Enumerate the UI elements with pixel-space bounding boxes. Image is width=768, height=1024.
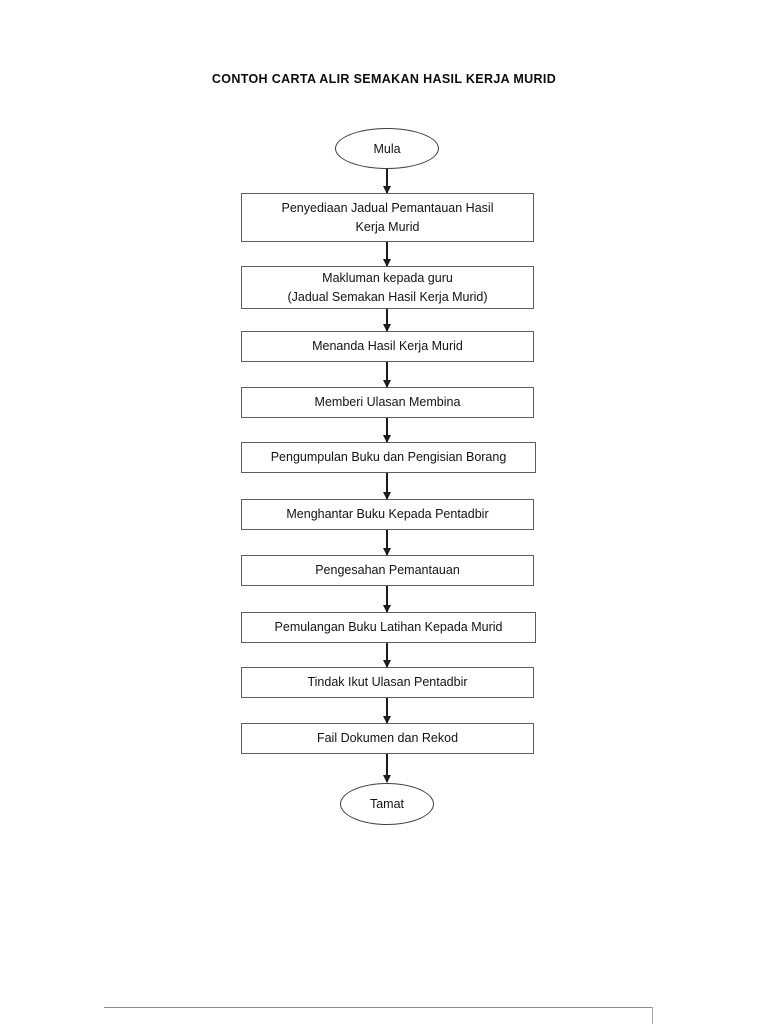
flow-node-step-8-label: Pemulangan Buku Latihan Kepada Murid bbox=[274, 620, 503, 634]
flow-node-start[interactable]: Mula bbox=[335, 128, 439, 169]
connector-step-7-to-step-8 bbox=[386, 586, 388, 612]
page-title: CONTOH CARTA ALIR SEMAKAN HASIL KERJA MU… bbox=[211, 72, 557, 86]
connector-step-6-to-step-7 bbox=[386, 530, 388, 555]
flow-node-step-9[interactable]: Tindak Ikut Ulasan Pentadbir bbox=[241, 667, 534, 698]
flow-node-step-2[interactable]: Makluman kepada guru (Jadual Semakan Has… bbox=[241, 266, 534, 309]
flow-node-step-8[interactable]: Pemulangan Buku Latihan Kepada Murid bbox=[241, 612, 536, 643]
flow-node-step-1[interactable]: Penyediaan Jadual Pemantauan Hasil Kerja… bbox=[241, 193, 534, 242]
flow-node-end-label: Tamat bbox=[369, 797, 405, 811]
flow-node-step-7[interactable]: Pengesahan Pemantauan bbox=[241, 555, 534, 586]
connector-step-1-to-step-2 bbox=[386, 242, 388, 266]
connector-step-8-to-step-9 bbox=[386, 643, 388, 667]
flow-node-step-1-label: Penyediaan Jadual Pemantauan Hasil Kerja… bbox=[281, 200, 494, 234]
flow-node-step-9-label: Tindak Ikut Ulasan Pentadbir bbox=[307, 675, 468, 689]
flow-node-step-2-label: Makluman kepada guru (Jadual Semakan Has… bbox=[287, 270, 488, 304]
connector-step-9-to-step-10 bbox=[386, 698, 388, 723]
connector-step-5-to-step-6 bbox=[386, 473, 388, 499]
flow-node-end[interactable]: Tamat bbox=[340, 783, 434, 825]
connector-step-3-to-step-4 bbox=[386, 362, 388, 387]
flow-node-step-10-label: Fail Dokumen dan Rekod bbox=[316, 731, 459, 745]
flow-node-step-3[interactable]: Menanda Hasil Kerja Murid bbox=[241, 331, 534, 362]
connector-step-2-to-step-3 bbox=[386, 309, 388, 331]
flow-node-step-6[interactable]: Menghantar Buku Kepada Pentadbir bbox=[241, 499, 534, 530]
flow-node-step-6-label: Menghantar Buku Kepada Pentadbir bbox=[286, 507, 489, 521]
flow-node-step-3-label: Menanda Hasil Kerja Murid bbox=[312, 339, 463, 353]
flow-node-start-label: Mula bbox=[373, 141, 401, 156]
flow-node-step-5-label: Pengumpulan Buku dan Pengisian Borang bbox=[270, 450, 507, 464]
flow-node-step-10[interactable]: Fail Dokumen dan Rekod bbox=[241, 723, 534, 754]
connector-start-to-step-1 bbox=[386, 169, 388, 193]
footer-divider-tick bbox=[652, 1007, 654, 1024]
flow-node-step-7-label: Pengesahan Pemantauan bbox=[315, 563, 460, 577]
connector-step-10-to-end bbox=[386, 754, 388, 782]
flow-node-step-4-label: Memberi Ulasan Membina bbox=[314, 395, 461, 409]
flow-node-step-4[interactable]: Memberi Ulasan Membina bbox=[241, 387, 534, 418]
connector-step-4-to-step-5 bbox=[386, 418, 388, 442]
footer-divider-rule bbox=[104, 1007, 653, 1009]
flow-node-step-5[interactable]: Pengumpulan Buku dan Pengisian Borang bbox=[241, 442, 536, 473]
